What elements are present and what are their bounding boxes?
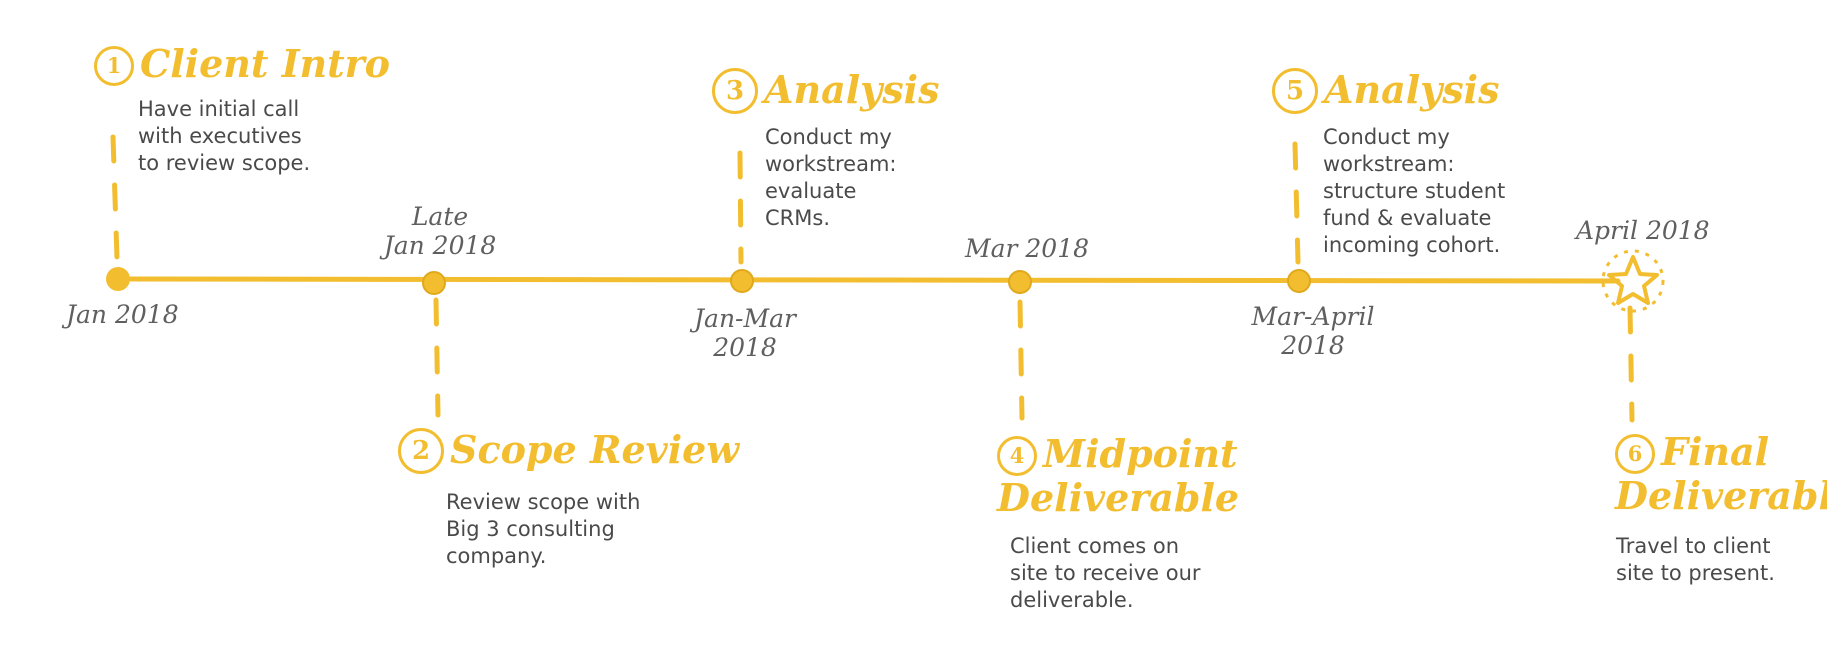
milestone-2-date: Late Jan 2018 <box>383 202 497 260</box>
milestone-1-date: Jan 2018 <box>66 300 179 329</box>
milestone-number-1: 1 <box>94 46 134 86</box>
milestone-4-description: Client comes on site to receive our deli… <box>1010 534 1201 612</box>
connector-2 <box>433 297 441 418</box>
milestone-1-title-text: Client Intro <box>140 41 391 86</box>
connector-5 <box>1292 141 1301 265</box>
milestone-number-4: 4 <box>997 436 1037 476</box>
milestone-6-description: Travel to client site to present. <box>1616 534 1775 585</box>
milestone-number-3: 3 <box>712 68 758 114</box>
milestone-dot-4 <box>1008 270 1032 294</box>
milestone-3-description: Conduct my workstream: evaluate CRMs. <box>765 125 897 230</box>
milestone-number-6: 6 <box>1615 434 1655 474</box>
timeline-axis <box>115 276 1621 284</box>
milestone-dot-3 <box>730 269 754 293</box>
milestone-1-description: Have initial call with executives to rev… <box>138 97 311 175</box>
star-icon <box>1601 249 1665 313</box>
milestone-dot-1 <box>106 267 130 291</box>
connector-1 <box>110 134 120 261</box>
connector-3 <box>737 150 744 265</box>
milestone-4-date: Mar 2018 <box>965 234 1090 263</box>
milestone-number-5: 5 <box>1272 68 1318 114</box>
milestone-dot-5 <box>1287 269 1311 293</box>
milestone-6-title-line2: Deliverable <box>1615 473 1827 518</box>
milestone-6-title-line1: Final <box>1661 429 1770 474</box>
milestone-4-title-line1: Midpoint <box>1043 431 1238 476</box>
milestone-4-title-line2: Deliverable <box>997 475 1240 520</box>
milestone-5-title-text: Analysis <box>1324 67 1500 112</box>
milestone-6-date: April 2018 <box>1576 216 1710 245</box>
milestone-3-title-text: Analysis <box>764 67 940 112</box>
milestone-dot-2 <box>422 271 446 295</box>
connector-6 <box>1627 305 1635 423</box>
milestone-3-date: Jan-Mar 2018 <box>694 304 796 362</box>
milestone-2-title-text: Scope Review <box>450 427 740 472</box>
milestone-2-description: Review scope with Big 3 consulting compa… <box>446 490 641 568</box>
connector-4 <box>1017 299 1025 421</box>
milestone-5-date: Mar-April 2018 <box>1251 302 1375 360</box>
milestone-5-description: Conduct my workstream: structure student… <box>1323 125 1506 257</box>
milestone-number-2: 2 <box>398 428 444 474</box>
